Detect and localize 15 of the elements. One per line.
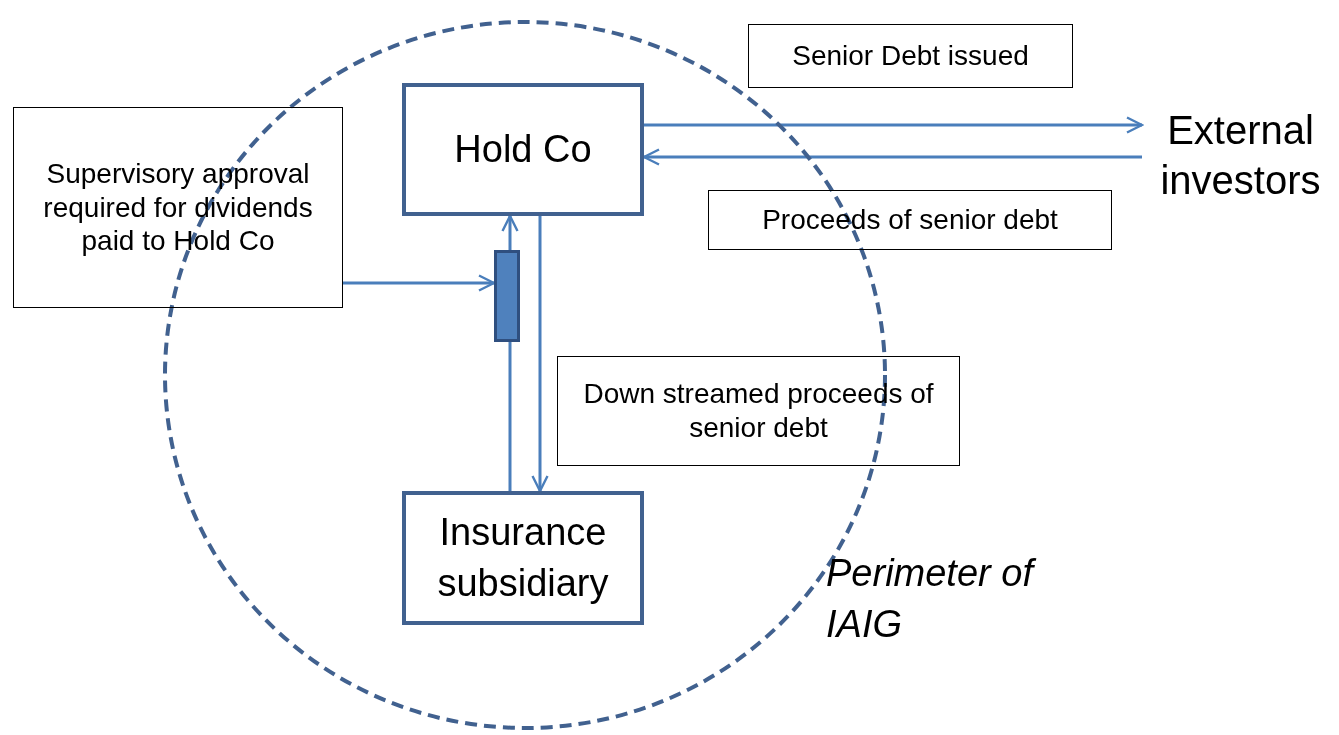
entity-box: Insurance subsidiary [402,491,644,625]
label-box: Down streamed proceeds of senior debt [557,356,960,466]
arrow [501,214,519,250]
arrow [642,148,1142,166]
arrow [644,116,1144,134]
party-label: External investors [1142,100,1339,210]
arrow [343,274,496,292]
arrow [531,216,549,493]
label-box: Proceeds of senior debt [708,190,1112,250]
gate-bar [494,250,520,342]
note-box: Supervisory approval required for dividends paid to Hold Co [13,107,343,308]
label-box: Senior Debt issued [748,24,1073,88]
perimeter-caption: Perimeter of IAIG [826,548,1036,651]
entity-box: Hold Co [402,83,644,216]
connector-line [508,342,512,491]
